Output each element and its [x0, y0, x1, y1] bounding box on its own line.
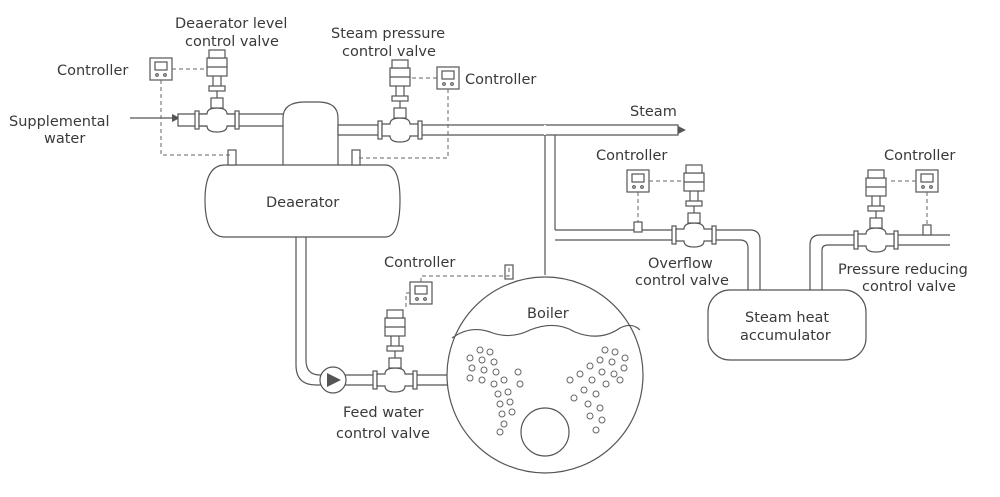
controller-label-4: Controller: [884, 148, 955, 164]
steam-pressure-control-valve: [377, 59, 423, 143]
deaerator-valve-label-line2: control valve: [185, 34, 279, 50]
controller-label-1: Controller: [57, 63, 128, 79]
pressure-reducing-control-valve: [853, 169, 899, 253]
pressure-reducing-label-line2: control valve: [862, 279, 956, 295]
feed-water-pipe: [295, 237, 460, 386]
boiler-bubbles-left: [466, 346, 524, 436]
boiler-bubbles-right: [566, 346, 629, 434]
steam-valve-label-line1: Steam pressure: [331, 26, 445, 42]
reducing-pipe: [809, 234, 950, 292]
deaerator-dome: [282, 101, 339, 165]
overflow-control-valve: [671, 164, 717, 248]
reducing-sensor: [922, 224, 932, 236]
steam-pipe: [337, 124, 761, 290]
deaerator-level-control-valve: [194, 49, 240, 133]
controller-box-3: [626, 169, 650, 193]
steam-label: Steam: [630, 104, 677, 120]
accumulator-label-line1: Steam heat: [745, 310, 829, 326]
boiler: Boiler: [446, 264, 644, 474]
controller-label-5: Controller: [384, 255, 455, 271]
controller-box-2: [436, 66, 460, 90]
overflow-sensor: [633, 221, 643, 233]
supplemental-label-line2: water: [44, 131, 85, 147]
feed-pump: [319, 366, 347, 394]
deaerator-valve-label-line1: Deaerator level: [175, 16, 287, 32]
controller-label-2: Controller: [465, 72, 536, 88]
overflow-label-line2: control valve: [635, 273, 729, 289]
pressure-reducing-label-line1: Pressure reducing: [838, 262, 968, 278]
feed-water-control-valve: [372, 309, 418, 393]
controller-box-1: [149, 57, 173, 81]
feed-label-line2: control valve: [336, 426, 430, 442]
supplemental-label-line1: Supplemental: [9, 114, 110, 130]
boiler-furnace: [520, 407, 570, 457]
steam-valve-label-line2: control valve: [342, 44, 436, 60]
overflow-label-line1: Overflow: [648, 256, 713, 272]
controller-label-3: Controller: [596, 148, 667, 164]
boiler-label: Boiler: [527, 306, 569, 322]
controller-box-5: [409, 281, 433, 305]
deaerator-label: Deaerator: [266, 195, 339, 211]
feed-label-line1: Feed water: [343, 405, 424, 421]
controller-box-4: [915, 169, 939, 193]
steam-heat-accumulator: Steam heat accumulator: [707, 289, 867, 361]
deaerator-tank: [204, 164, 401, 238]
accumulator-label-line2: accumulator: [740, 328, 831, 344]
